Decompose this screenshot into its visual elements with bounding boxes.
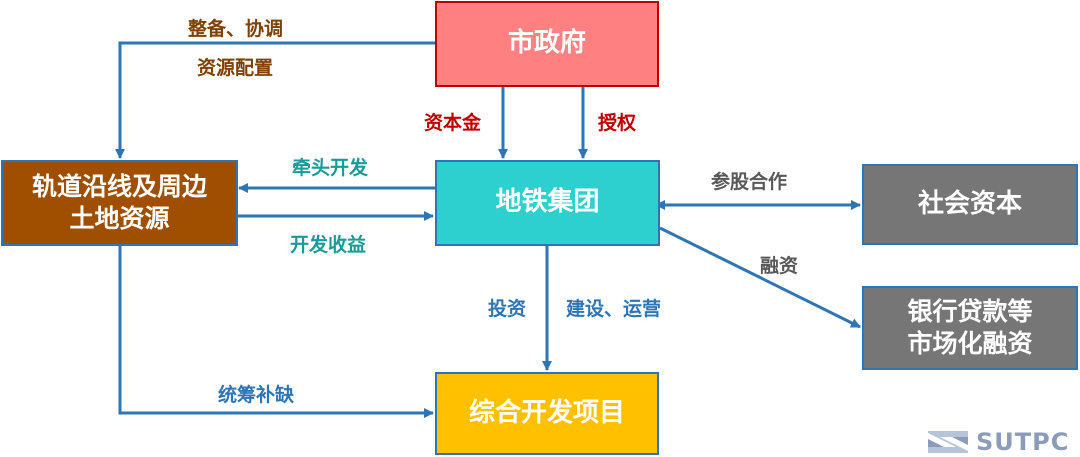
label-authorize: 授权 — [598, 112, 637, 134]
edge-city-to-land — [115, 41, 435, 159]
node-rail-land: 轨道沿线及周边 土地资源 — [1, 160, 238, 246]
label-build-operate: 建设、运营 — [566, 298, 662, 320]
sutpc-logo-icon — [928, 431, 968, 453]
sutpc-logo: SUTPC — [926, 428, 1069, 456]
label-overall-planning: 统筹补缺 — [218, 384, 295, 406]
label-development-revenue: 开发收益 — [290, 234, 367, 256]
label-financing: 融资 — [760, 255, 799, 277]
label-allocate-resources: 资源配置 — [197, 57, 274, 79]
node-metro-group: 地铁集团 — [435, 160, 660, 246]
node-bank-financing-label: 银行贷款等 市场化融资 — [907, 296, 1033, 359]
node-metro-group-label: 地铁集团 — [495, 187, 600, 218]
sutpc-logo-text: SUTPC — [976, 428, 1070, 456]
label-capital: 资本金 — [424, 112, 482, 134]
node-city-government: 市政府 — [435, 1, 659, 87]
node-integrated-project: 综合开发项目 — [435, 372, 659, 455]
label-equity-cooperation: 参股合作 — [711, 171, 788, 193]
node-integrated-project-label: 综合开发项目 — [468, 397, 625, 428]
node-city-government-label: 市政府 — [507, 28, 586, 59]
node-social-capital-label: 社会资本 — [917, 188, 1022, 219]
node-social-capital: 社会资本 — [862, 164, 1078, 245]
node-rail-land-label: 轨道沿线及周边 土地资源 — [31, 171, 207, 234]
label-consolidate-coordinate: 整备、协调 — [188, 18, 284, 40]
edge-overall-planning — [118, 246, 434, 418]
label-lead-development: 牵头开发 — [292, 157, 369, 179]
edge-financing — [659, 226, 861, 329]
label-invest: 投资 — [488, 298, 527, 320]
node-bank-financing: 银行贷款等 市场化融资 — [862, 286, 1078, 370]
